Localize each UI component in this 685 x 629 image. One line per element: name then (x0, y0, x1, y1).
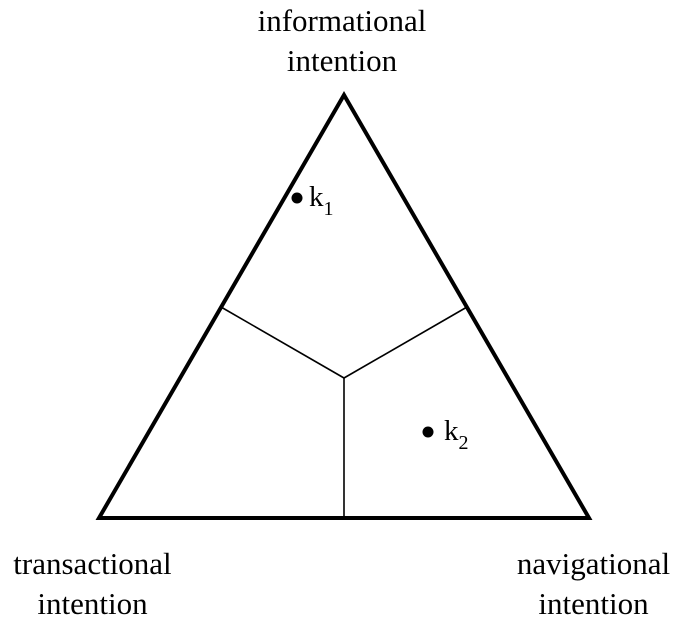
vertex-label-transactional: transactional intention (0, 544, 185, 624)
vertex-label-informational-line2: intention (286, 43, 398, 78)
vertex-label-navigational-line2: intention (538, 586, 649, 621)
vertex-label-transactional-line2: intention (37, 586, 148, 621)
point-k1-marker (291, 192, 303, 204)
point-k2-marker (422, 426, 434, 438)
divider-right (343, 306, 468, 379)
vertex-label-transactional-line1: transactional (13, 546, 172, 581)
point-k2-subscript: 2 (459, 432, 469, 454)
vertex-label-navigational: navigational intention (502, 544, 685, 624)
vertex-label-informational-line1: informational (257, 3, 427, 38)
point-k2-letter: k (444, 415, 459, 447)
vertex-label-informational: informational intention (222, 1, 462, 81)
divider-left (220, 306, 345, 379)
point-k2-label: k2 (444, 415, 469, 454)
vertex-label-navigational-line1: navigational (516, 546, 671, 581)
point-k1-label: k1 (309, 181, 334, 220)
point-k1-letter: k (309, 181, 324, 213)
point-k1-subscript: 1 (324, 198, 334, 220)
